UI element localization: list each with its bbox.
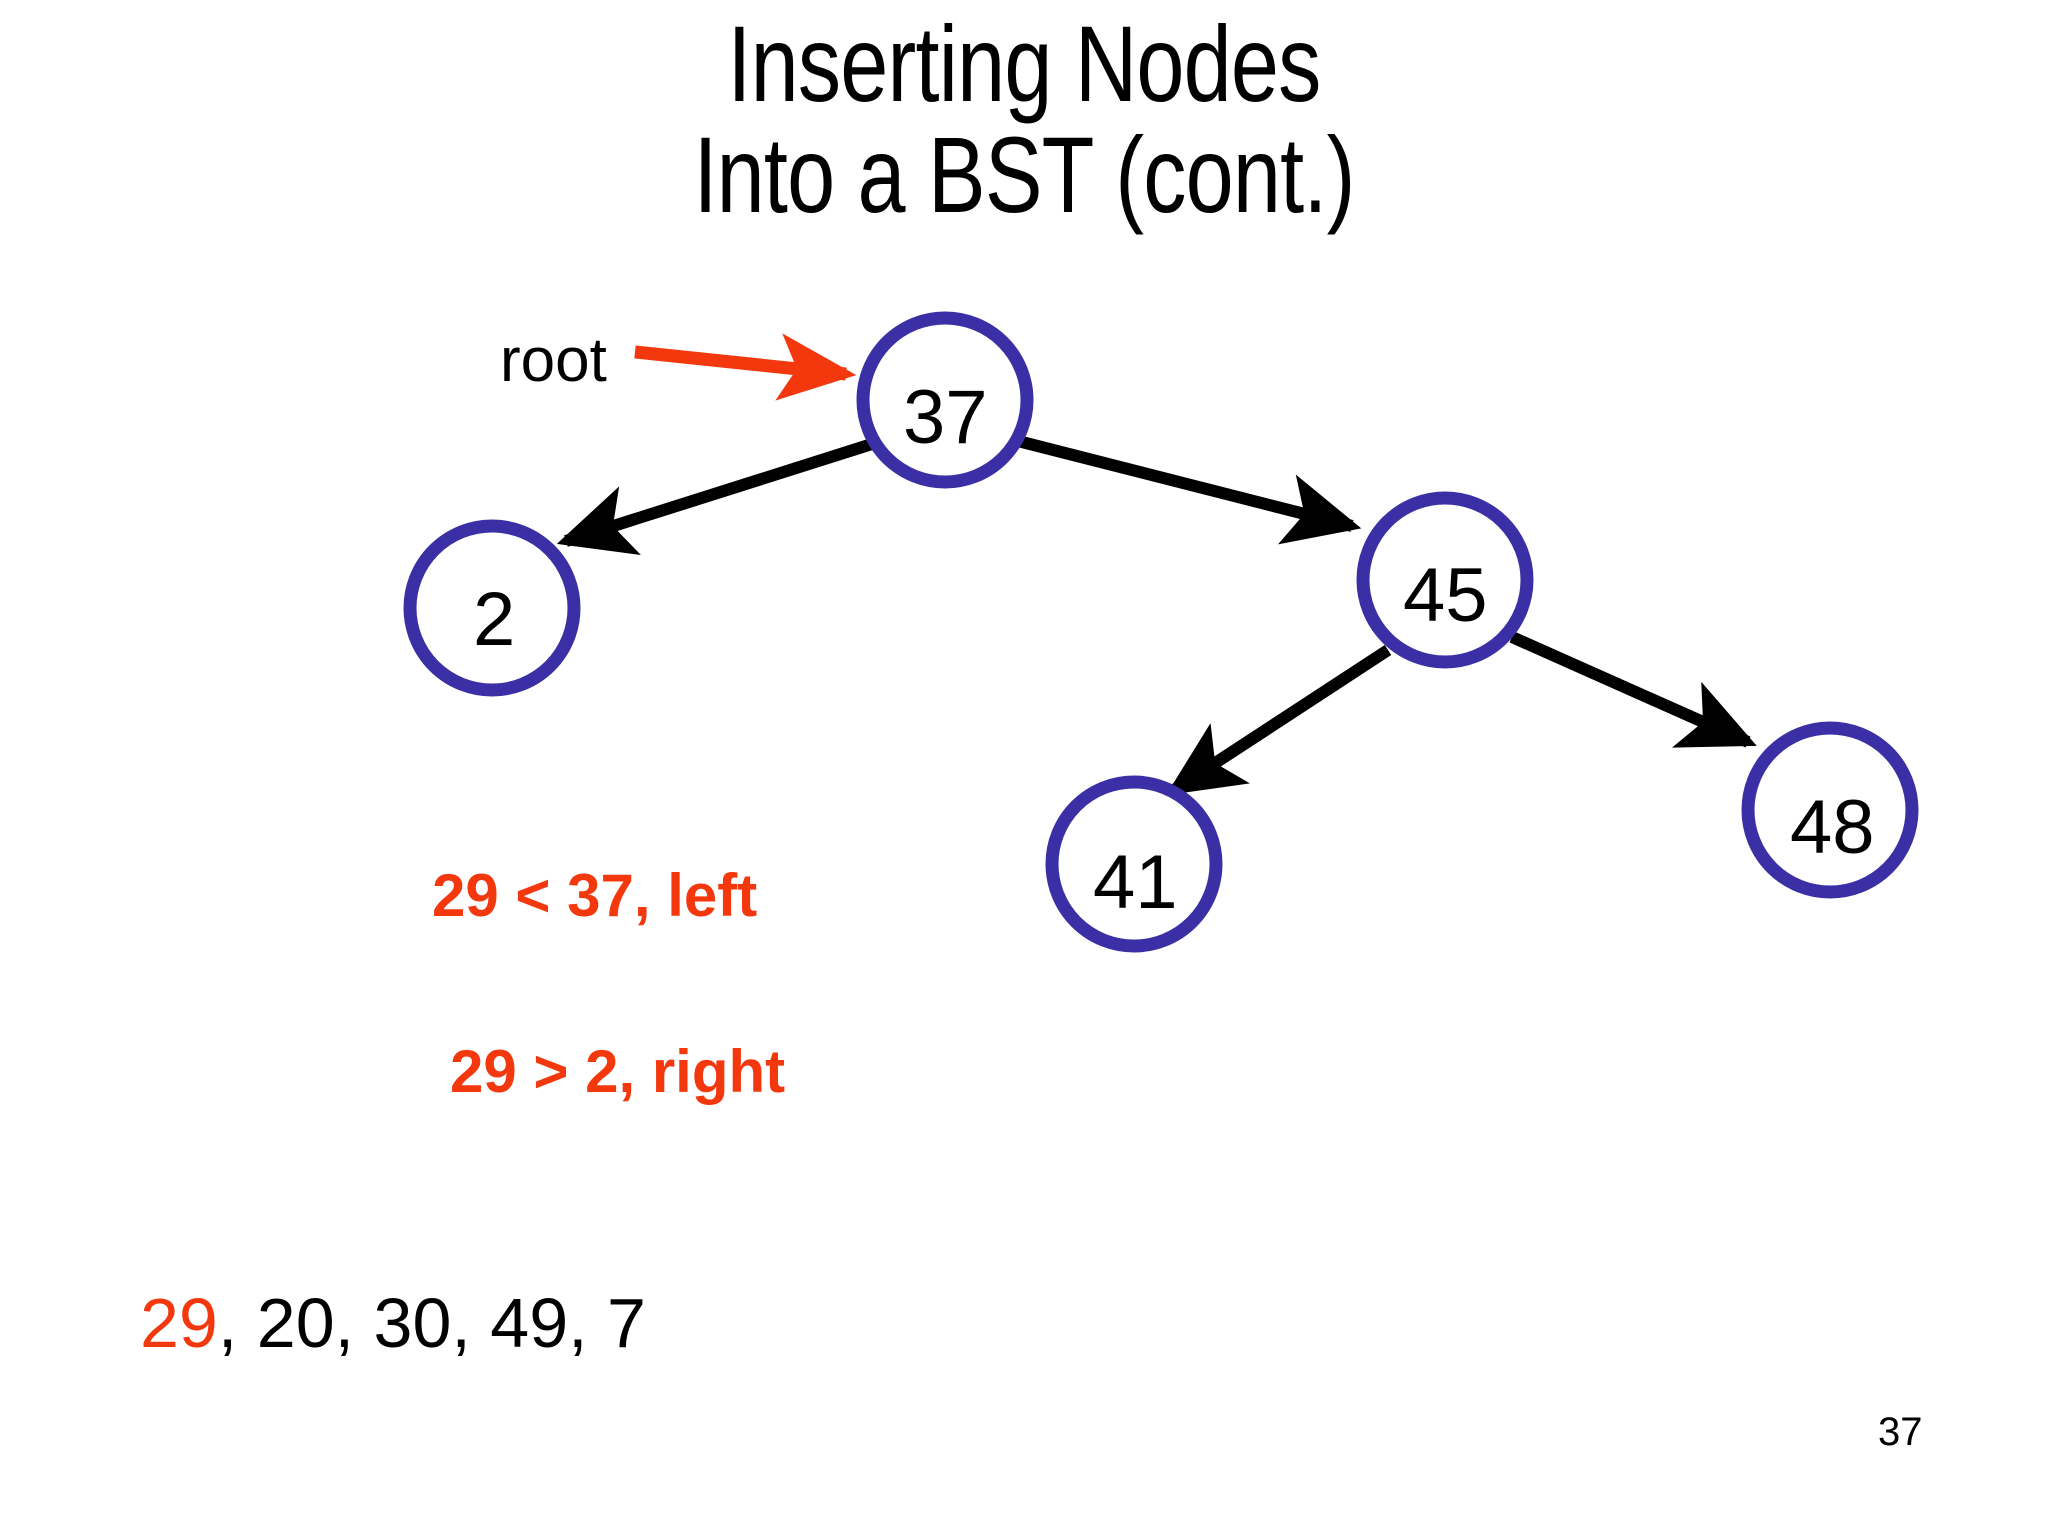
edge-45-to-48 bbox=[1509, 631, 1757, 748]
node-label-37: 37 bbox=[903, 375, 988, 460]
title-line-2: Into a BST (cont.) bbox=[693, 114, 1355, 236]
sequence-current-value: 29 bbox=[140, 1284, 218, 1362]
page-title: Inserting Nodes Into a BST (cont.) bbox=[0, 3, 2048, 236]
title-line-1: Inserting Nodes bbox=[727, 3, 1321, 124]
edge-45-to-41 bbox=[1165, 644, 1392, 796]
node-circle-2[interactable] bbox=[403, 519, 581, 697]
edge-37-to-2 bbox=[556, 438, 874, 556]
node-circle-41[interactable] bbox=[1045, 775, 1223, 953]
node-label-45: 45 bbox=[1403, 553, 1488, 638]
page-number: 37 bbox=[1878, 1410, 1923, 1454]
edge-37-to-45 bbox=[1016, 435, 1362, 545]
node-circle-48[interactable] bbox=[1741, 721, 1919, 899]
node-label-48: 48 bbox=[1790, 785, 1875, 870]
node-label-41: 41 bbox=[1093, 840, 1178, 925]
comparison-step-1: 29 < 37, left bbox=[432, 862, 758, 929]
node-circle-45[interactable] bbox=[1356, 491, 1534, 669]
comparison-step-2: 29 > 2, right bbox=[450, 1038, 786, 1105]
node-circle-37[interactable] bbox=[856, 311, 1034, 489]
root-label: root bbox=[500, 326, 607, 395]
sequence-remaining-values: , 20, 30, 49, 7 bbox=[217, 1284, 646, 1362]
root-pointer-arrow bbox=[634, 333, 857, 401]
insertion-sequence: 29, 20, 30, 49, 7 bbox=[140, 1288, 646, 1358]
node-label-2: 2 bbox=[473, 577, 516, 662]
